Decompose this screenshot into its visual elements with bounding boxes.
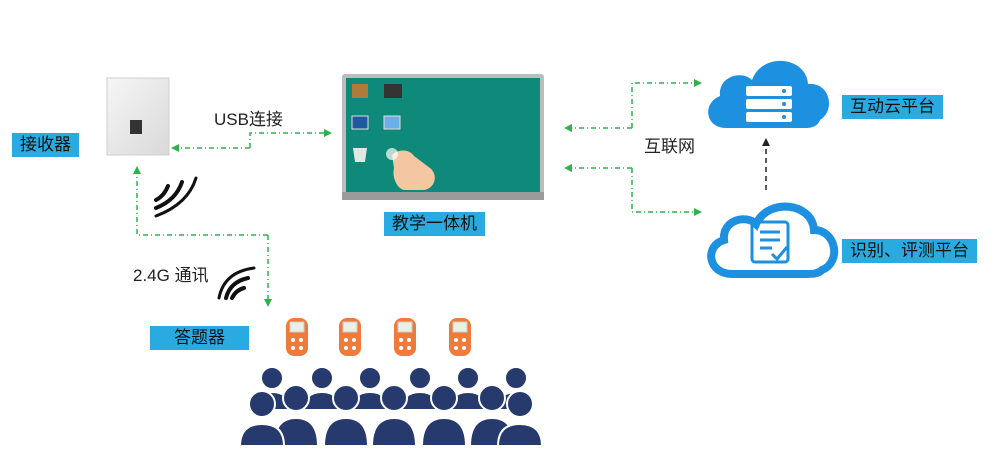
person-icon — [448, 366, 488, 411]
signal-icon — [154, 176, 198, 218]
picture-icon — [383, 115, 401, 130]
receiver-label: 接收器 — [12, 133, 79, 157]
students-group — [238, 366, 544, 447]
wireless-label: 2.4G 通讯 — [133, 266, 209, 285]
cloud-document-icon — [707, 202, 839, 278]
cloud-server-icon — [708, 60, 830, 128]
person-icon — [238, 390, 286, 447]
person-icon — [496, 390, 544, 447]
hand-icon — [392, 150, 435, 190]
recognition-cloud-label: 识别、评测平台 — [842, 239, 977, 263]
wifi-icon — [217, 266, 256, 300]
recycle-bin-icon — [353, 148, 367, 162]
clicker-label: 答题器 — [150, 326, 249, 350]
clapper-icon — [384, 84, 402, 98]
clicker-devices — [286, 318, 471, 356]
clicker-device — [339, 318, 361, 356]
monitor-icon — [351, 115, 369, 130]
person-icon — [420, 384, 468, 447]
clicker-device — [449, 318, 471, 356]
folder-icon — [352, 84, 368, 98]
person-icon — [400, 366, 440, 411]
interactive-cloud-label: 互动云平台 — [842, 95, 943, 119]
person-icon — [370, 384, 418, 447]
person-icon — [302, 366, 342, 411]
person-icon — [322, 384, 370, 447]
usb-label: USB连接 — [214, 110, 283, 129]
teaching-machine-label: 教学一体机 — [384, 212, 485, 236]
teaching-machine — [342, 74, 544, 200]
internet-label: 互联网 — [644, 137, 695, 156]
usb-connection-arrow — [171, 129, 332, 152]
internet-arrows — [564, 79, 702, 216]
receiver-device — [106, 77, 170, 156]
clicker-device — [394, 318, 416, 356]
person-icon — [272, 384, 320, 447]
clicker-device — [286, 318, 308, 356]
